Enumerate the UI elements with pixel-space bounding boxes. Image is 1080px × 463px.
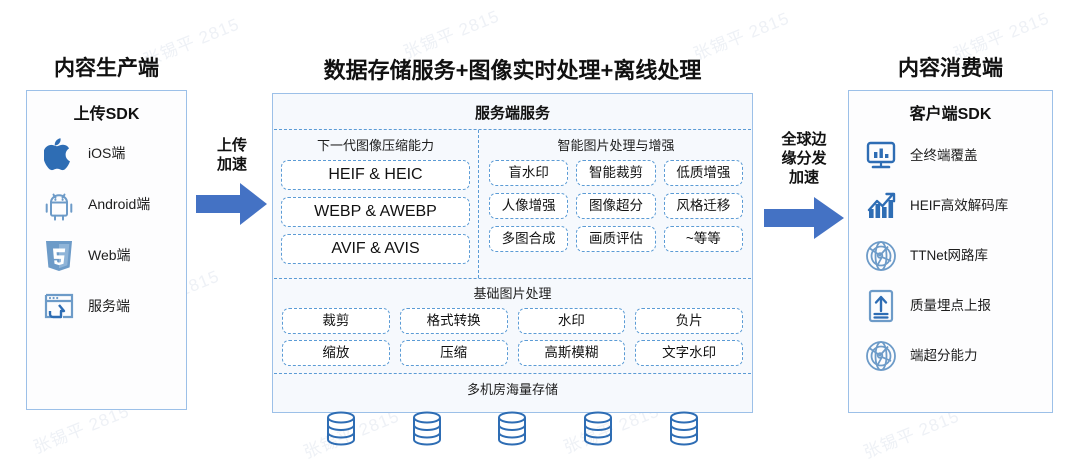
basic-processing-title: 基础图片处理 <box>473 286 552 301</box>
diagram-canvas: 张锡平 2815 张锡平 2815 张锡平 2815 张锡平 2815 张锡平 … <box>26 7 1053 462</box>
upload-report-icon <box>863 288 899 324</box>
chip-quality-assess[interactable]: 画质评估 <box>576 226 656 252</box>
producer-panel-title: 上传SDK <box>73 106 140 123</box>
ai-enhance-section: 智能图片处理与增强 盲水印 智能裁剪 低质增强 人像增强 图像超分 风格迁移 多… <box>479 130 752 278</box>
database-icon <box>326 411 355 446</box>
chip-multi-composite[interactable]: 多图合成 <box>489 226 569 252</box>
client-sdk-list: 全终端覆盖 HEIF高效解码库 <box>849 132 1052 374</box>
chip-crop[interactable]: 裁剪 <box>282 308 390 334</box>
chip-blind-watermark[interactable]: 盲水印 <box>489 160 569 186</box>
chip-format-convert[interactable]: 格式转换 <box>399 308 508 334</box>
android-icon <box>41 187 77 223</box>
list-item-quality-report[interactable]: 质量埋点上报 <box>863 288 1052 324</box>
chip-super-resolution[interactable]: 图像超分 <box>576 193 656 219</box>
storage-section: 多机房海量存储 <box>273 374 752 456</box>
database-row <box>282 404 743 450</box>
divider <box>274 278 751 279</box>
page-title-right: 内容消费端 <box>898 57 1003 80</box>
upload-accelerate-arrow: 上传加速 <box>196 136 268 226</box>
chip-style-transfer[interactable]: 风格迁移 <box>663 193 743 219</box>
compression-section-title: 下一代图像压缩能力 <box>316 138 434 153</box>
chip-etc[interactable]: ~等等 <box>663 226 743 252</box>
html5-icon <box>41 238 77 274</box>
ai-enhance-chip-grid: 盲水印 智能裁剪 低质增强 人像增强 图像超分 风格迁移 多图合成 画质评估 ~… <box>489 160 743 252</box>
server-service-body: 下一代图像压缩能力 HEIF & HEIC WEBP & AWEBP AVIF … <box>273 129 752 456</box>
chip-scale[interactable]: 缩放 <box>282 340 390 366</box>
consumer-panel: 客户端SDK 全终端覆盖 <box>848 90 1053 413</box>
list-item-label: Web端 <box>88 247 131 264</box>
database-icon <box>412 411 441 446</box>
page-title-center: 数据存储服务+图像实时处理+离线处理 <box>323 58 702 83</box>
list-item-label: 服务端 <box>88 298 130 315</box>
compression-section: 下一代图像压缩能力 HEIF & HEIC WEBP & AWEBP AVIF … <box>273 130 478 278</box>
database-icon <box>584 411 613 446</box>
divider-vertical <box>478 130 479 278</box>
list-item-web[interactable]: Web端 <box>41 238 186 274</box>
list-item-label: iOS端 <box>88 145 126 162</box>
chip-webp-awebp[interactable]: WEBP & AWEBP <box>281 197 470 227</box>
global-edge-arrow: 全球边缘分发加速 <box>762 130 846 240</box>
upload-sdk-list: iOS端 Andro <box>27 132 186 325</box>
storage-section-title: 多机房海量存储 <box>466 382 558 397</box>
arrow-right-icon <box>764 196 844 239</box>
chip-text-watermark[interactable]: 文字水印 <box>635 340 743 366</box>
chip-smart-crop[interactable]: 智能裁剪 <box>576 160 656 186</box>
list-item-heif-decoder[interactable]: HEIF高效解码库 <box>863 188 1052 224</box>
chip-portrait-enhance[interactable]: 人像增强 <box>489 193 569 219</box>
basic-processing-section: 基础图片处理 裁剪 格式转换 水印 负片 缩放 压缩 高斯模糊 文字水印 <box>273 279 752 373</box>
server-service-panel: 服务端服务 下一代图像压缩能力 HEIF & HEIC WEBP & AWEBP… <box>272 93 753 446</box>
chip-gaussian-blur[interactable]: 高斯模糊 <box>517 340 626 366</box>
producer-panel: 上传SDK iOS端 <box>26 90 187 410</box>
chip-watermark[interactable]: 水印 <box>517 308 626 334</box>
list-item-ios[interactable]: iOS端 <box>41 136 186 172</box>
divider <box>274 129 751 130</box>
trend-up-icon <box>863 188 899 224</box>
list-item-server[interactable]: 服务端 <box>41 289 186 325</box>
consumer-panel-title: 客户端SDK <box>909 106 992 123</box>
list-item-label: TTNet网路库 <box>910 248 989 264</box>
list-item-label: Android端 <box>88 196 151 213</box>
basic-processing-chip-grid: 裁剪 格式转换 水印 负片 缩放 压缩 高斯模糊 文字水印 <box>282 308 743 366</box>
list-item-label: 端超分能力 <box>910 348 978 364</box>
arrow-right-icon <box>196 183 267 226</box>
ai-enhance-section-title: 智能图片处理与增强 <box>557 138 675 153</box>
list-item-android[interactable]: Android端 <box>41 187 186 223</box>
processing-sections: 下一代图像压缩能力 HEIF & HEIC WEBP & AWEBP AVIF … <box>273 130 752 278</box>
divider <box>274 373 751 374</box>
chip-lowquality-enhance[interactable]: 低质增强 <box>663 160 743 186</box>
chip-negative[interactable]: 负片 <box>635 308 743 334</box>
list-item-device-sr[interactable]: 端超分能力 <box>863 338 1052 374</box>
page-title-left: 内容生产端 <box>54 57 159 80</box>
apple-icon <box>41 136 77 172</box>
list-item-label: 质量埋点上报 <box>910 298 991 314</box>
globe-network-icon <box>863 338 899 374</box>
database-icon <box>670 411 699 446</box>
arrow-left-label: 上传加速 <box>216 137 247 174</box>
list-item-all-device[interactable]: 全终端覆盖 <box>863 138 1052 174</box>
monitor-chart-icon <box>863 138 899 174</box>
globe-network-icon <box>863 238 899 274</box>
list-item-label: HEIF高效解码库 <box>910 198 1009 214</box>
list-item-label: 全终端覆盖 <box>910 148 978 164</box>
chip-avif-avis[interactable]: AVIF & AVIS <box>281 234 470 264</box>
server-service-title: 服务端服务 <box>474 105 550 122</box>
database-icon <box>498 411 527 446</box>
chip-compress[interactable]: 压缩 <box>399 340 508 366</box>
arrow-right-label: 全球边缘分发加速 <box>781 131 827 187</box>
server-upload-icon <box>41 289 77 325</box>
chip-heif-heic[interactable]: HEIF & HEIC <box>281 160 470 190</box>
list-item-ttnet[interactable]: TTNet网路库 <box>863 238 1052 274</box>
